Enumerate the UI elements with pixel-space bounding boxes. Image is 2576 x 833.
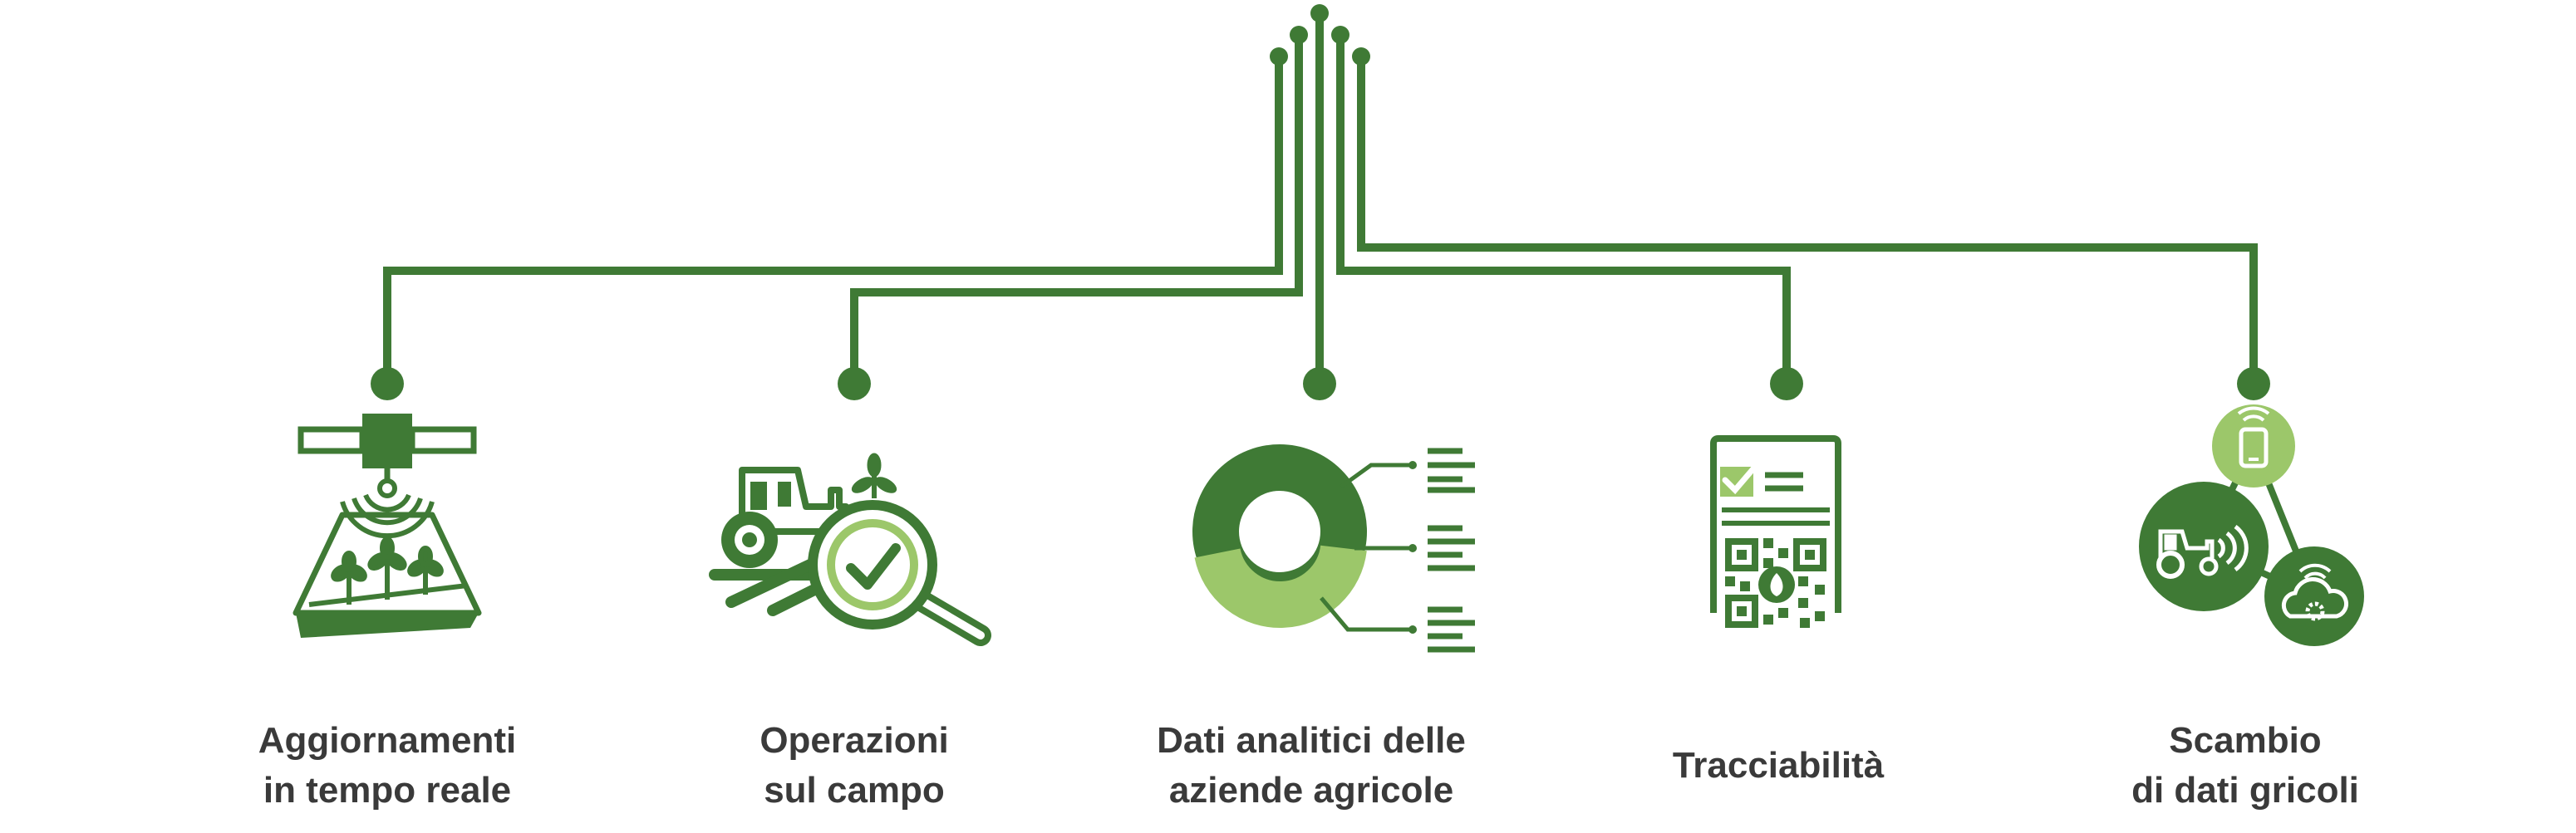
donut-chart-icon	[1192, 444, 1475, 653]
connector-line-1	[383, 56, 1283, 380]
top-dot-3	[1310, 4, 1329, 22]
end-dot-1	[371, 367, 404, 400]
label-line: di dati gricoli	[2131, 770, 2359, 811]
label-traceability: Tracciabilità	[1529, 741, 2028, 791]
top-dot-5	[1352, 47, 1370, 66]
connector-lines	[383, 13, 2258, 380]
label-farm-analytics: Dati analitici delle aziende agricole	[1062, 716, 1561, 816]
top-dot-4	[1331, 26, 1349, 44]
top-dot-2	[1290, 26, 1308, 44]
qr-checklist-icon	[1710, 435, 1841, 628]
label-line: aziende agricole	[1168, 770, 1454, 811]
end-dot-2	[838, 367, 871, 400]
label-field-operations: Operazioni sul campo	[605, 716, 1104, 816]
label-line: Scambio	[2169, 720, 2322, 761]
top-dot-1	[1270, 47, 1288, 66]
label-line: sul campo	[764, 770, 945, 811]
end-dot-3	[1303, 367, 1336, 400]
connector-line-5	[1357, 56, 2258, 380]
end-dot-4	[1770, 367, 1803, 400]
label-line: Dati analitici delle	[1157, 720, 1466, 761]
satellite-field-icon	[293, 414, 482, 638]
end-dot-5	[2237, 367, 2270, 400]
label-data-exchange: Scambio di dati gricoli	[1996, 716, 2495, 816]
label-line: in tempo reale	[263, 770, 512, 811]
tractor-magnifier-icon	[709, 453, 991, 646]
data-exchange-network-icon	[2139, 404, 2364, 646]
connector-line-4	[1336, 35, 1791, 380]
label-realtime-updates: Aggiornamenti in tempo reale	[138, 716, 637, 816]
connector-line-2	[850, 35, 1303, 380]
connector-dots	[371, 4, 2270, 400]
label-line: Aggiornamenti	[258, 720, 517, 761]
label-line: Tracciabilità	[1672, 745, 1885, 786]
label-line: Operazioni	[760, 720, 949, 761]
